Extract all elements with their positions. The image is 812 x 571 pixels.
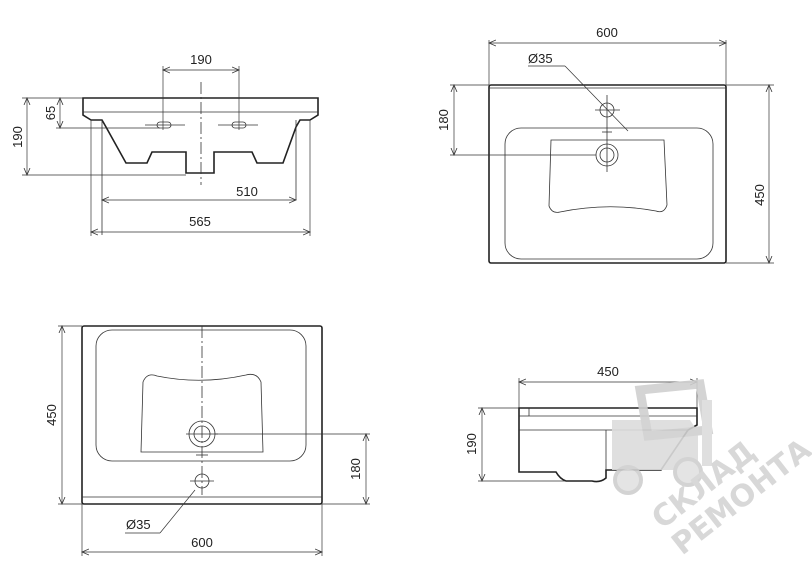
top-view-left: 450 180 Ø35 600	[44, 326, 370, 556]
front-view: 190 65 190 510 565	[10, 52, 319, 236]
front-dim-height-side: 65	[43, 106, 58, 120]
front-view-outline	[82, 97, 319, 174]
top-right-hole-dia: Ø35	[528, 51, 553, 66]
top-left-bowl	[95, 329, 307, 462]
top-right-dim-offset: 180	[436, 109, 451, 131]
top-right-dim-width: 600	[596, 25, 618, 40]
top-left-dim-depth: 450	[44, 404, 59, 426]
front-dim-width-outer: 565	[189, 214, 211, 229]
leader-line	[564, 65, 629, 132]
front-dim-width-top: 190	[190, 52, 212, 67]
side-dim-height: 190	[464, 433, 479, 455]
forklift-logo	[612, 379, 714, 495]
top-right-outline	[488, 84, 727, 264]
top-right-basin	[548, 139, 668, 213]
front-dim-height-total: 190	[10, 126, 25, 148]
front-dim-width-inner: 510	[236, 184, 258, 199]
top-left-basin	[140, 373, 264, 453]
top-left-dim-offset: 180	[348, 458, 363, 480]
top-left-dim-width: 600	[191, 535, 213, 550]
side-dim-depth: 450	[597, 364, 619, 379]
top-left-hole-dia: Ø35	[126, 517, 151, 532]
top-right-dim-depth: 450	[752, 184, 767, 206]
top-right-bowl	[504, 127, 714, 260]
leader-line	[159, 489, 196, 534]
watermark: СКЛАД РЕМОНТА	[612, 379, 812, 562]
top-view-right: 600 Ø35 180 450	[436, 25, 774, 263]
